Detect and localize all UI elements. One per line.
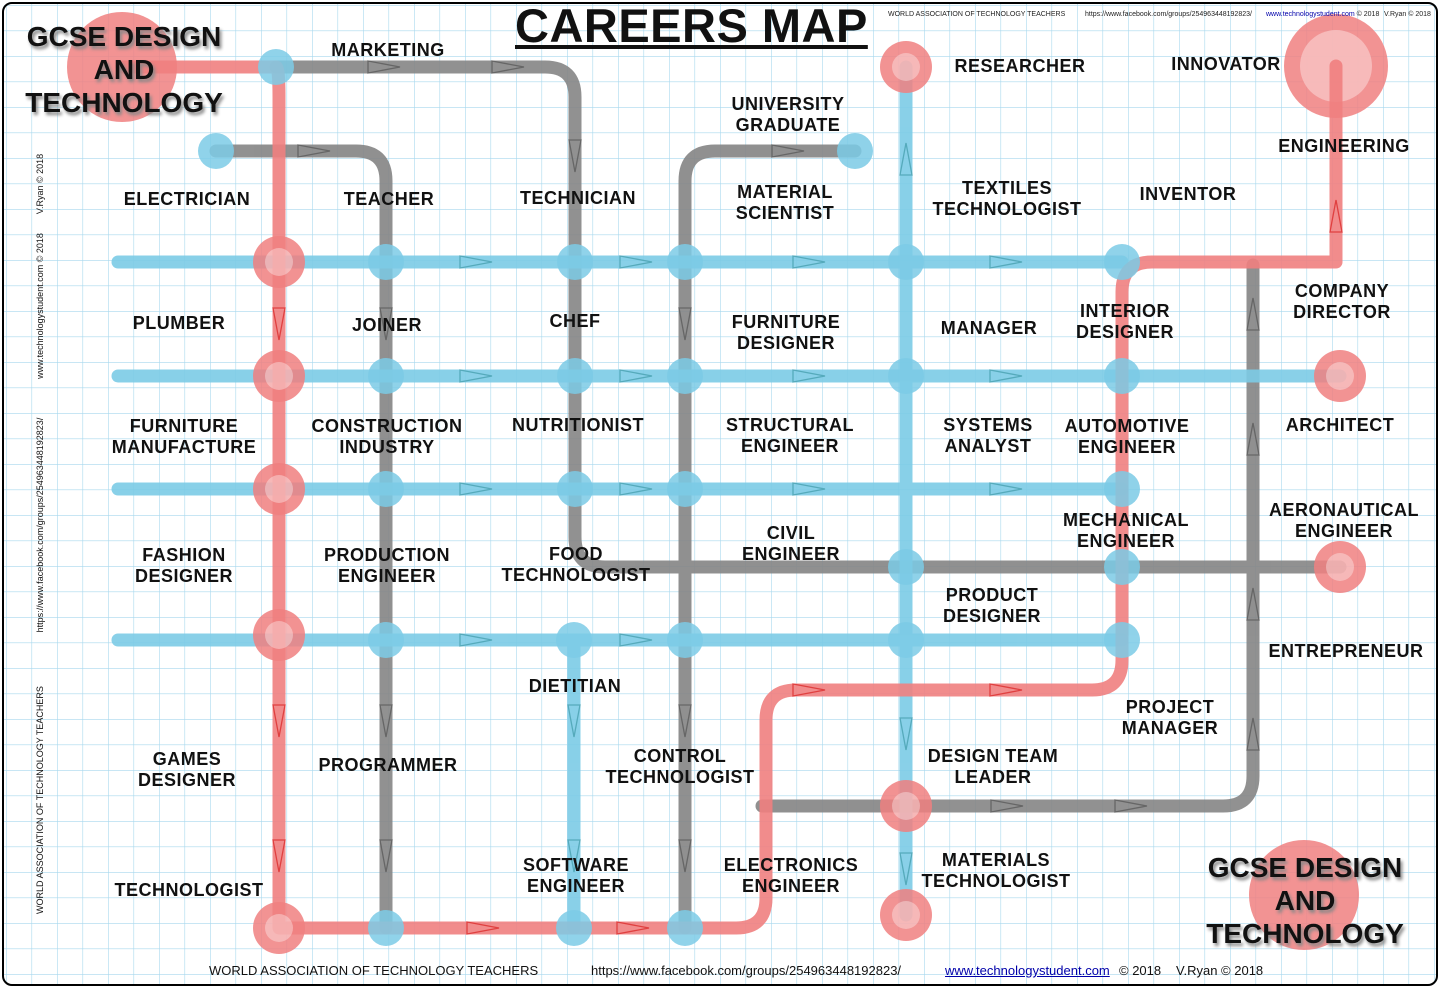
career-inventor: INVENTOR [1139,184,1237,204]
career-joiner: JOINER [351,315,423,335]
career-electrician: ELECTRICIAN [123,189,251,209]
career-interior-designer: INTERIOR DESIGNER [1075,301,1175,342]
career-chef: CHEF [549,311,601,331]
career-automotive-engineer: AUTOMOTIVE ENGINEER [1064,416,1190,457]
career-furniture-designer: FURNITURE DESIGNER [731,312,841,353]
side-site[interactable]: www.technologystudent.com © 2018 [35,233,45,379]
career-material-scientist: MATERIAL SCIENTIST [735,182,835,223]
career-university-graduate: UNIVERSITY GRADUATE [731,94,845,135]
career-food-technologist: FOOD TECHNOLOGIST [501,544,651,585]
career-systems-analyst: SYSTEMS ANALYST [943,415,1033,456]
career-software-engineer: SOFTWARE ENGINEER [523,855,629,896]
blue-stations [198,49,1140,946]
career-project-manager: PROJECT MANAGER [1121,697,1219,738]
grey-line-graduate [678,144,862,935]
career-entrepreneur: ENTREPRENEUR [1268,641,1424,661]
career-engineering: ENGINEERING [1278,136,1410,156]
career-teacher: TEACHER [343,189,435,209]
header-site-link[interactable]: www.technologystudent.com [1266,11,1355,18]
grey-line-project [755,258,1260,813]
career-games-designer: GAMES DESIGNER [137,749,237,790]
station-highlights [265,53,1354,942]
career-manager: MANAGER [940,318,1038,338]
end-label: GCSE DESIGN AND TECHNOLOGY [1206,852,1404,949]
career-furniture-manufacture: FURNITURE MANUFACTURE [111,416,257,457]
red-line-main [115,59,1343,935]
career-materials-technologist: MATERIALS TECHNOLOGIST [921,850,1071,891]
career-marketing: MARKETING [331,40,445,60]
header-copyright: © 2018 [1356,11,1380,18]
career-design-team-leader: DESIGN TEAM LEADER [927,746,1059,787]
career-nutritionist: NUTRITIONIST [512,415,644,435]
stations [198,41,1366,954]
direction-arrows [272,60,1343,935]
career-structural-engineer: STRUCTURAL ENGINEER [726,415,854,456]
header-org: WORLD ASSOCIATION OF TECHNOLOGY TEACHERS [888,11,1066,18]
career-textiles-technologist: TEXTILES TECHNOLOGIST [932,178,1082,219]
header-site-group: www.technologystudent.com © 2018 [1266,11,1379,18]
career-plumber: PLUMBER [132,313,226,333]
end-circle [1249,840,1359,950]
red-lines [115,59,1343,935]
career-researcher: RESEARCHER [954,56,1086,76]
start-label: GCSE DESIGN AND TECHNOLOGY [25,21,223,118]
side-facebook[interactable]: https://www.facebook.com/groups/25496344… [35,417,45,633]
red-stations [253,41,1366,954]
career-technologist: TECHNOLOGIST [114,880,264,900]
career-product-designer: PRODUCT DESIGNER [942,585,1042,626]
footer-site-link[interactable]: www.technologystudent.com [945,963,1110,978]
side-org: WORLD ASSOCIATION OF TECHNOLOGY TEACHERS [35,686,45,914]
career-production-engineer: PRODUCTION ENGINEER [324,545,450,586]
career-control-technologist: CONTROL TECHNOLOGIST [605,746,755,787]
page-title: CAREERS MAP [515,0,868,52]
header-facebook[interactable]: https://www.facebook.com/groups/25496344… [1085,11,1252,18]
career-electronics-engineer: ELECTRONICS ENGINEER [723,855,859,896]
grey-line-teacher [209,144,393,935]
career-innovator: INNOVATOR [1171,54,1281,74]
career-fashion-designer: FASHION DESIGNER [134,545,234,586]
career-civil-engineer: CIVIL ENGINEER [741,523,841,564]
grey-lines [209,60,1347,935]
footer-author: V.Ryan © 2018 [1176,963,1264,978]
header-author: V.Ryan © 2018 [1384,11,1431,18]
career-dietitian: DIETITIAN [528,676,622,696]
career-technician: TECHNICIAN [520,188,636,208]
career-mechanical-engineer: MECHANICAL ENGINEER [1063,510,1189,551]
career-architect: ARCHITECT [1285,415,1395,435]
career-programmer: PROGRAMMER [318,755,458,775]
grey-line-marketing [269,60,1347,574]
footer-facebook[interactable]: https://www.facebook.com/groups/25496344… [591,963,902,978]
career-company-director: COMPANY DIRECTOR [1293,281,1391,322]
career-construction-industry: CONSTRUCTION INDUSTRY [311,416,463,457]
career-aeronautical-engineer: AERONAUTICAL ENGINEER [1269,500,1419,541]
footer-copyright: © 2018 [1119,963,1162,978]
side-author: V.Ryan © 2018 [35,153,45,215]
footer-org: WORLD ASSOCIATION OF TECHNOLOGY TEACHERS [209,963,539,978]
